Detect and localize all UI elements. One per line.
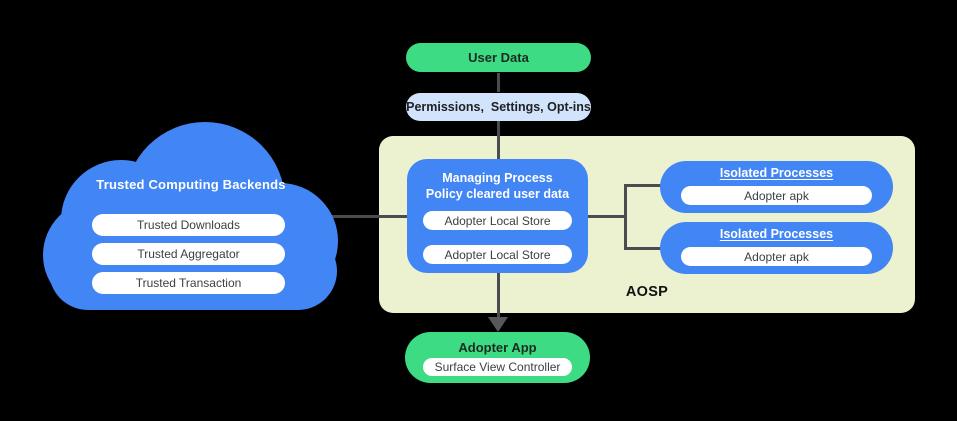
cloud-item-trusted-aggregator: Trusted Aggregator (92, 243, 285, 265)
managing-process-title-line2: Policy cleared user data (425, 187, 570, 201)
managing-process-node: Managing Process Policy cleared user dat… (407, 159, 588, 273)
connector-managing-adopter (497, 273, 500, 319)
connector-cloud-managing (330, 215, 408, 218)
adopter-app-node: Adopter App Surface View Controller (405, 332, 590, 383)
user-data-label: User Data (468, 50, 529, 65)
arrow-down-icon (488, 317, 508, 332)
trusted-cloud: Trusted Computing Backends Trusted Downl… (41, 120, 341, 312)
isolated-process-node-2: Isolated Processes Adopter apk (660, 222, 893, 274)
user-data-node: User Data (406, 43, 591, 72)
adopter-local-store-1: Adopter Local Store (423, 211, 572, 230)
connector-userdata-permissions (497, 73, 500, 92)
cloud-title: Trusted Computing Backends (96, 177, 286, 192)
adopter-apk-2: Adopter apk (681, 247, 872, 266)
surface-view-controller: Surface View Controller (423, 358, 572, 376)
connector-managing-junction (587, 215, 627, 218)
isolated-process-node-1: Isolated Processes Adopter apk (660, 161, 893, 213)
connector-junction-vertical (624, 184, 627, 250)
managing-process-title: Managing Process Policy cleared user dat… (407, 170, 588, 202)
connector-junction-isolated-1 (626, 184, 662, 187)
cloud-item-trusted-downloads: Trusted Downloads (92, 214, 285, 236)
isolated-process-title-1: Isolated Processes (719, 166, 834, 180)
adopter-apk-1: Adopter apk (681, 186, 872, 205)
connector-permissions-managing (497, 121, 500, 159)
connector-junction-isolated-2 (626, 247, 662, 250)
isolated-process-title-2: Isolated Processes (719, 227, 834, 241)
permissions-label: Permissions, Settings, Opt-ins (406, 100, 591, 114)
aosp-label: AOSP (625, 284, 669, 300)
adopter-app-title: Adopter App (458, 340, 537, 355)
managing-process-title-line1: Managing Process (442, 171, 553, 185)
permissions-node: Permissions, Settings, Opt-ins (406, 93, 591, 121)
adopter-local-store-2: Adopter Local Store (423, 245, 572, 264)
cloud-item-trusted-transaction: Trusted Transaction (92, 272, 285, 294)
